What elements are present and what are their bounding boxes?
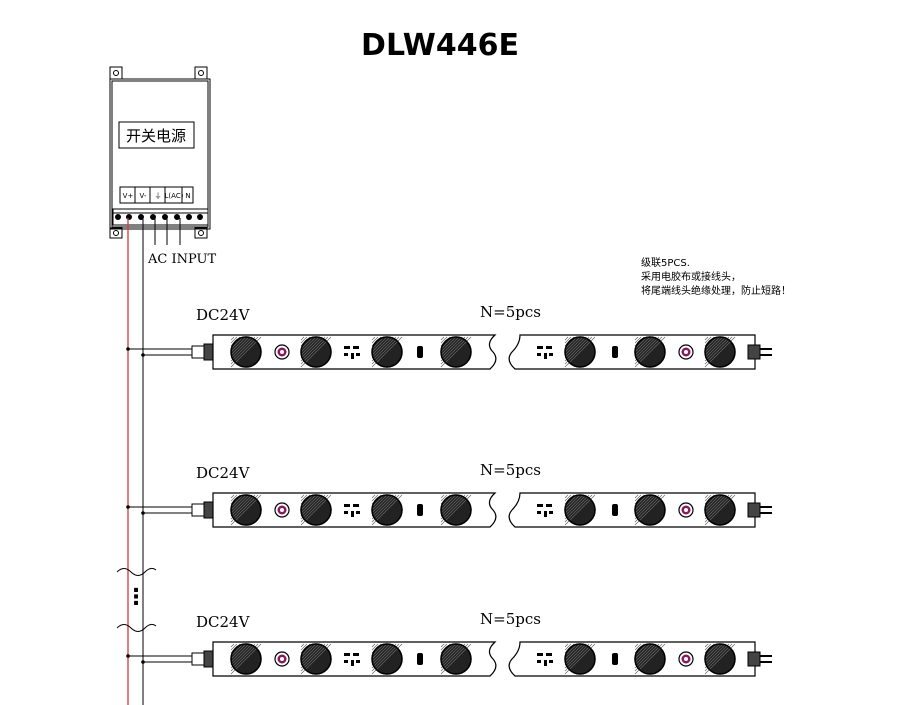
note-line-1: 级联5PCS.	[641, 258, 690, 269]
power-supply-label: 开关电源	[126, 127, 186, 145]
terminal-v-plus: V+	[123, 192, 134, 200]
strip-count-label: N=5pcs	[480, 303, 541, 321]
terminal-n: N	[185, 192, 190, 200]
note-line-2: 采用电胶布或接线头，	[641, 272, 741, 283]
note-line-3: 将尾端线头绝缘处理，防止短路！	[641, 286, 791, 297]
terminal-ground: ⏚	[155, 192, 162, 200]
led-strip-row: DC24V N=5pcs	[126, 610, 772, 677]
terminal-v-minus: V-	[140, 192, 147, 200]
led-strip-row: DC24V N=5pcs	[126, 303, 772, 370]
strip-voltage-label: DC24V	[196, 464, 251, 482]
continuation-ellipsis: ⋮	[125, 585, 147, 610]
ac-input-label: AC INPUT	[147, 252, 216, 267]
cascade-note: 级联5PCS. 采用电胶布或接线头， 将尾端线头绝缘处理，防止短路！	[641, 257, 791, 299]
strip-count-label: N=5pcs	[480, 461, 541, 479]
strip-voltage-label: DC24V	[196, 306, 251, 324]
terminal-l-ac: L(AC)	[165, 192, 184, 200]
strip-voltage-label: DC24V	[196, 613, 251, 631]
ac-input-wires	[154, 218, 181, 245]
strip-count-label: N=5pcs	[480, 610, 541, 628]
led-strip-row: DC24V N=5pcs	[126, 461, 772, 528]
power-supply	[109, 66, 211, 239]
bus-wires	[116, 218, 157, 705]
diagram-title: DLW446E	[361, 28, 519, 63]
